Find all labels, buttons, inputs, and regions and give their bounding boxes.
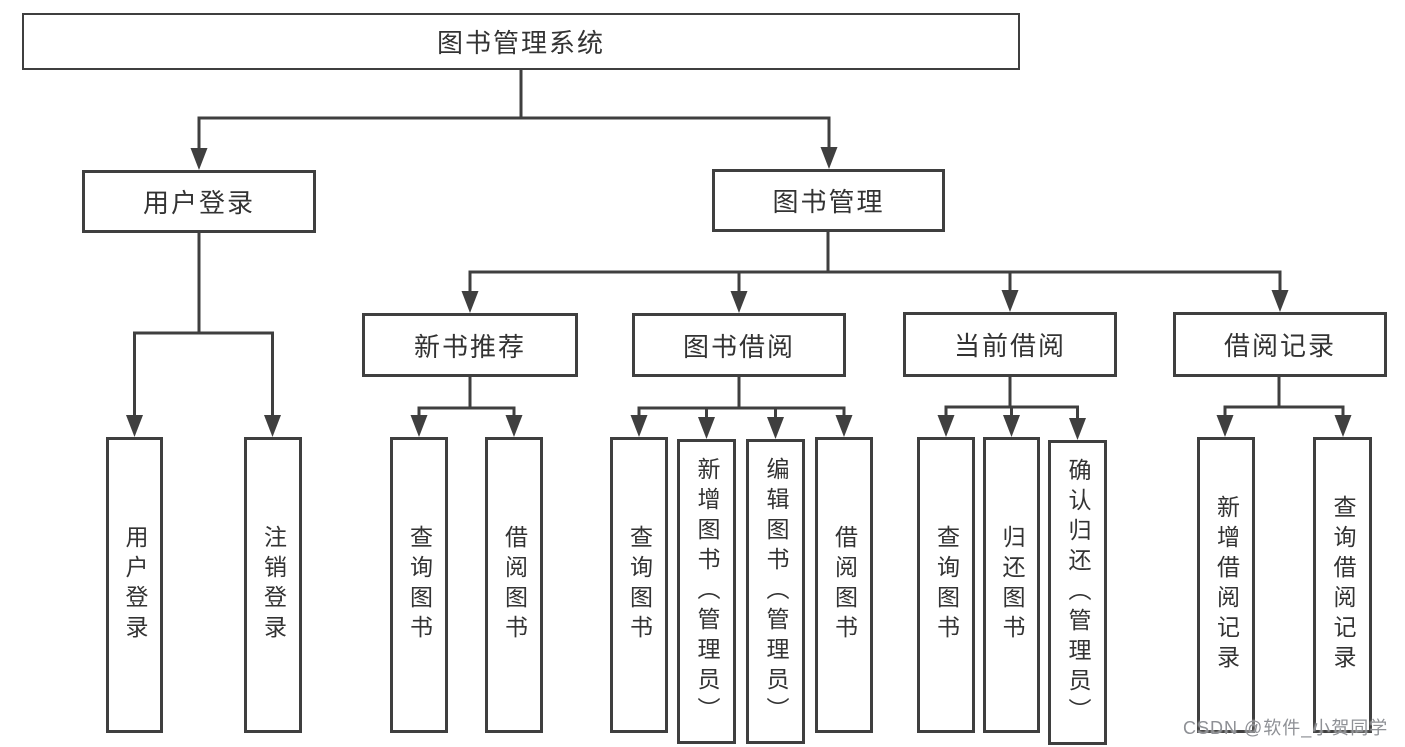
node-current-borrow: 当前借阅 [903, 312, 1117, 377]
leaf-bb-query-books-label: 查询图书 [626, 525, 653, 645]
leaf-user-login-label: 用户登录 [122, 525, 148, 645]
node-book-borrow-label: 图书借阅 [682, 331, 795, 362]
node-new-book-recommend-label: 新书推荐 [413, 331, 526, 362]
leaf-logout: 注销登录 [244, 437, 302, 733]
leaf-br-query-record: 查询借阅记录 [1313, 437, 1372, 733]
leaf-br-add-record: 新增借阅记录 [1197, 437, 1255, 733]
leaf-bb-borrow-books: 借阅图书 [815, 437, 873, 733]
node-book-management-label: 图书管理 [772, 187, 885, 217]
leaf-br-query-record-label: 查询借阅记录 [1330, 495, 1356, 675]
node-book-management: 图书管理 [712, 169, 945, 232]
leaf-rec-borrow-books-label: 借阅图书 [501, 525, 528, 645]
leaf-bb-borrow-books-label: 借阅图书 [831, 525, 858, 645]
node-user-login: 用户登录 [82, 170, 316, 233]
leaf-rec-query-books-label: 查询图书 [406, 525, 433, 645]
leaf-bb-add-books-admin: 新增图书（管理员） [677, 439, 736, 744]
node-root-label: 图书管理系统 [436, 28, 605, 58]
node-borrow-records-label: 借阅记录 [1223, 331, 1336, 361]
node-user-login-label: 用户登录 [142, 188, 255, 218]
leaf-logout-label: 注销登录 [260, 525, 287, 645]
leaf-cb-confirm-return-admin: 确认归还（管理员） [1048, 440, 1107, 745]
leaf-cb-query-books: 查询图书 [917, 437, 975, 733]
leaf-rec-borrow-books: 借阅图书 [485, 437, 543, 733]
leaf-cb-confirm-return-admin-label: 确认归还（管理员） [1065, 457, 1091, 728]
leaf-user-login: 用户登录 [106, 437, 163, 733]
node-current-borrow-label: 当前借阅 [953, 331, 1066, 361]
leaf-br-add-record-label: 新增借阅记录 [1213, 495, 1240, 675]
leaf-rec-query-books: 查询图书 [390, 437, 448, 733]
node-new-book-recommend: 新书推荐 [362, 313, 578, 377]
node-borrow-records: 借阅记录 [1173, 312, 1387, 377]
leaf-cb-return-books: 归还图书 [983, 437, 1040, 733]
leaf-cb-query-books-label: 查询图书 [933, 525, 960, 645]
leaf-cb-return-books-label: 归还图书 [999, 525, 1025, 645]
leaf-bb-add-books-admin-label: 新增图书（管理员） [694, 456, 720, 727]
leaf-bb-edit-books-admin: 编辑图书（管理员） [746, 439, 805, 744]
node-book-borrow: 图书借阅 [632, 313, 846, 377]
csdn-watermark: CSDN @软件_小贺同学 [1183, 718, 1389, 738]
leaf-bb-edit-books-admin-label: 编辑图书（管理员） [763, 456, 789, 727]
leaf-bb-query-books: 查询图书 [610, 437, 668, 733]
node-root: 图书管理系统 [22, 13, 1020, 70]
